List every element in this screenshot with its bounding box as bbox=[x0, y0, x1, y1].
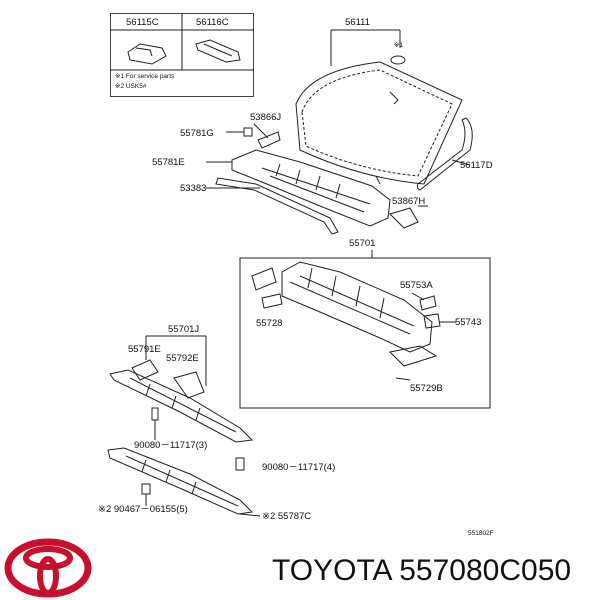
part-label-56111: 56111 bbox=[345, 17, 371, 28]
diagram-id: 551802F bbox=[468, 530, 494, 537]
molding-drawing bbox=[416, 117, 473, 191]
part-label-clip-5: ※2 90467－06155(5) bbox=[98, 504, 188, 515]
part-label-55781g: 55781G bbox=[180, 128, 214, 139]
clip-5-drawing bbox=[141, 483, 151, 495]
toyota-logo bbox=[4, 538, 92, 598]
part-label-56115c: 56115C bbox=[126, 17, 159, 28]
clip-56115c-drawing bbox=[127, 43, 167, 65]
legend-note-2: ※2 USK5# bbox=[115, 83, 147, 90]
cowl-panel-drawing bbox=[281, 261, 433, 353]
bracket-55743-drawing bbox=[423, 313, 441, 329]
mark-1-label: ※1 bbox=[394, 42, 404, 49]
part-label-55792e: 55792E bbox=[166, 353, 199, 364]
bracket-53867h-drawing bbox=[389, 207, 419, 229]
part-label-53867h: 53867H bbox=[392, 196, 426, 207]
part-label-bolt-3: 90080－11717(3) bbox=[134, 440, 208, 451]
part-label-55701j: 55701J bbox=[168, 324, 200, 335]
part-label-bolt-4: 90080－11717(4) bbox=[262, 462, 336, 473]
part-label-55729b: 55729B bbox=[410, 383, 443, 394]
bracket-55791e-drawing bbox=[131, 359, 159, 381]
windshield-drawing bbox=[295, 61, 463, 185]
cowl-louver-drawing bbox=[231, 149, 391, 227]
part-label-55781e: 55781E bbox=[152, 157, 185, 168]
clip-55781g-drawing bbox=[243, 127, 253, 137]
part-label-53866j: 53866J bbox=[250, 112, 282, 123]
bracket-55728-drawing bbox=[261, 293, 283, 309]
legend-note-1: ※1 For service parts bbox=[115, 73, 175, 80]
bolt-4-drawing bbox=[235, 457, 245, 471]
cowl-panel-box bbox=[239, 257, 491, 409]
part-label-55787c: ※2 55787C bbox=[262, 511, 312, 522]
part-label-55753a: 55753A bbox=[400, 280, 433, 291]
cowl-lower-panel-drawing bbox=[107, 447, 254, 515]
bolt-3-drawing bbox=[151, 407, 159, 421]
clip-56116c-drawing bbox=[195, 39, 241, 63]
bracket-55792e-drawing bbox=[173, 371, 205, 399]
bracket-55753a-drawing bbox=[419, 295, 437, 311]
seal-53383-drawing bbox=[215, 177, 339, 235]
part-label-56117d: 56117D bbox=[460, 160, 493, 171]
part-label-55701: 55701 bbox=[349, 238, 376, 249]
bracket-left-drawing bbox=[251, 267, 277, 291]
part-label-55743: 55743 bbox=[455, 317, 482, 328]
part-label-53383: 53383 bbox=[180, 183, 207, 194]
part-label-55728: 55728 bbox=[256, 318, 283, 329]
bracket-53866j-drawing bbox=[257, 131, 281, 149]
brand-caption: TOYOTA 557080C050 bbox=[272, 554, 572, 587]
part-label-55791e: 55791E bbox=[128, 344, 161, 355]
cowl-inner-panel-drawing bbox=[109, 369, 254, 443]
part-label-56116c: 56116C bbox=[196, 17, 229, 28]
